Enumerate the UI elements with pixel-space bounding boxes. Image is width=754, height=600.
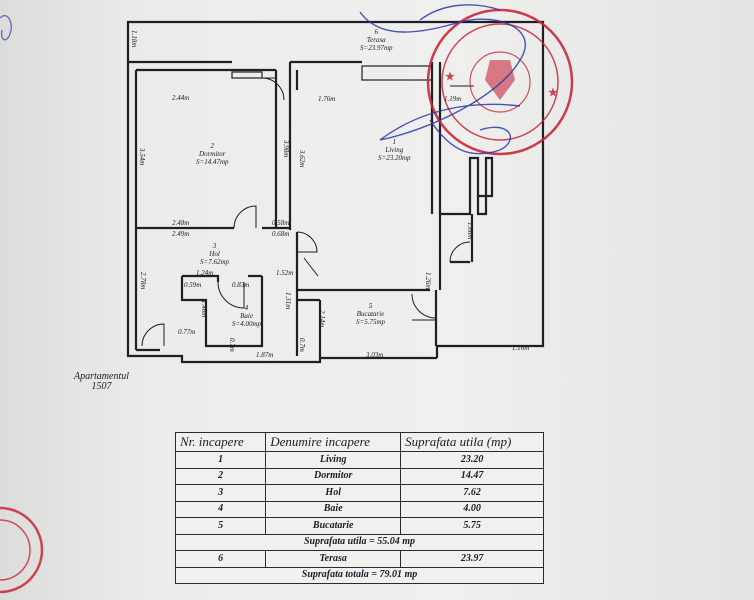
cell-name: Hol — [265, 484, 402, 502]
room-6-area: S=23.97mp — [360, 44, 393, 52]
cell-name: Bucatarie — [265, 517, 402, 535]
cell-name: Living — [265, 451, 402, 469]
cell-name: Terasa — [265, 550, 402, 568]
dimension-label: 1.24m — [196, 269, 214, 277]
room-3-area: S=7.62mp — [200, 258, 230, 266]
dimension-label: 2.48m — [172, 219, 190, 227]
cell-nr: 2 — [174, 467, 267, 485]
col-header-nr: Nr. incapere — [174, 432, 267, 452]
dimension-label: 1.19m — [444, 95, 462, 103]
room-1-number: 1 — [392, 138, 397, 146]
room-1-name: Living — [385, 146, 404, 154]
outer-wall — [126, 62, 437, 364]
room-5-area: S=5.75mp — [356, 318, 386, 326]
table-header-row: Nr. incapere Denumire incapere Suprafata… — [174, 432, 544, 452]
dimension-label: 1.46m — [200, 300, 208, 318]
dimension-label: 1.16m — [512, 344, 530, 352]
subtotal-row: Suprafata utila = 55.04 mp — [175, 533, 544, 551]
col-header-area: Suprafata utila (mp) — [400, 432, 544, 452]
dimension-label: 2.44m — [172, 94, 190, 102]
dimension-label: 1.66m — [466, 222, 474, 240]
total-row: Suprafata totala = 79.01 mp — [175, 566, 544, 584]
table-row: 2 Dormitor 14.47 — [174, 467, 544, 485]
room-3-name: Hol — [209, 250, 220, 258]
room-6-name: Terasa — [366, 36, 386, 44]
cell-nr: 4 — [174, 500, 267, 518]
room-2-label: 2 Dormitor S=14.47mp — [196, 142, 229, 166]
dimension-label: 0.7m — [298, 338, 306, 352]
dimension-label: 1.18m — [130, 30, 138, 48]
apartment-label: Apartamentul — [74, 371, 129, 382]
dimension-label: 0.77m — [178, 328, 196, 336]
room-3-label: 3 Hol S=7.62mp — [200, 242, 229, 266]
table-row: 6 Terasa 23.97 — [174, 550, 544, 568]
dimension-label: 1.26m — [424, 272, 432, 290]
dimension-label: 0.83m — [232, 281, 250, 289]
dimension-label: 2.49m — [172, 230, 190, 238]
total-cell: Suprafata totala = 79.01 mp — [175, 566, 544, 584]
room-1-label: 1 Living S=23.20mp — [378, 138, 411, 162]
dimension-label: 3.54m — [138, 148, 146, 166]
signature — [359, 4, 526, 155]
room-2-name: Dormitor — [199, 150, 226, 158]
dimension-label: 0.68m — [272, 230, 290, 238]
dimension-label: 0.58m — [272, 219, 290, 227]
cell-nr: 1 — [174, 451, 267, 469]
cell-area: 23.97 — [400, 550, 544, 568]
room-3-number: 3 — [212, 242, 217, 250]
svg-text:★: ★ — [548, 87, 558, 99]
apartment-reference: Apartamentul 1507 — [74, 372, 129, 392]
room-4-name: Baie — [240, 312, 253, 320]
cell-area: 4.00 — [400, 500, 544, 518]
cell-area: 14.47 — [400, 467, 544, 485]
room-4-label: 4 Baie S=4.00mp — [232, 304, 261, 328]
cell-area: 23.20 — [400, 451, 544, 469]
subtotal-cell: Suprafata utila = 55.04 mp — [175, 533, 544, 551]
room-1-area: S=23.20mp — [378, 154, 411, 162]
dimension-label: 1.31m — [284, 292, 292, 310]
cell-area: 7.62 — [400, 484, 544, 502]
dimension-label: 2.14m — [318, 310, 326, 328]
table-row: 4 Baie 4.00 — [174, 500, 544, 518]
room-6-label: 6 Terasa S=23.97mp — [360, 28, 393, 52]
dimension-label: 1.52m — [276, 269, 294, 277]
room-2-area: S=14.47mp — [196, 158, 229, 166]
cell-name: Dormitor — [265, 467, 402, 485]
red-stamp-left — [0, 506, 44, 594]
cell-nr: 3 — [174, 484, 267, 502]
dimension-label: 3.98m — [282, 140, 290, 158]
dimension-label: 3.62m — [298, 150, 306, 168]
table-row: 3 Hol 7.62 — [174, 484, 544, 502]
cell-name: Baie — [265, 500, 402, 518]
cell-area: 5.75 — [400, 517, 544, 535]
room-area-table: Nr. incapere Denumire incapere Suprafata… — [174, 432, 544, 584]
room-2-number: 2 — [210, 142, 215, 150]
dimension-label: 3.03m — [366, 351, 384, 359]
room-5-number: 5 — [368, 302, 373, 310]
dimension-label: 1.76m — [318, 95, 336, 103]
cell-nr: 6 — [174, 550, 267, 568]
table-row: 1 Living 23.20 — [174, 451, 544, 469]
table-row: 5 Bucatarie 5.75 — [174, 517, 544, 535]
svg-text:★: ★ — [445, 71, 455, 83]
red-stamp-top: ★ ★ — [426, 8, 574, 156]
dimension-label: 0.7m — [228, 338, 236, 352]
room-6-number: 6 — [374, 28, 379, 36]
room-4-number: 4 — [244, 304, 249, 312]
cell-nr: 5 — [174, 517, 267, 535]
room-5-name: Bucatarie — [356, 310, 385, 318]
dimension-label: 1.87m — [256, 351, 274, 359]
room-4-area: S=4.00mp — [232, 320, 262, 328]
dimension-label: 0.59m — [184, 281, 202, 289]
dimension-label: 2.78m — [139, 272, 147, 290]
apartment-number: 1507 — [91, 381, 112, 392]
col-header-name: Denumire incapere — [265, 432, 402, 452]
terrace-outline — [126, 20, 545, 358]
room-5-label: 5 Bucatarie S=5.75mp — [356, 302, 385, 326]
